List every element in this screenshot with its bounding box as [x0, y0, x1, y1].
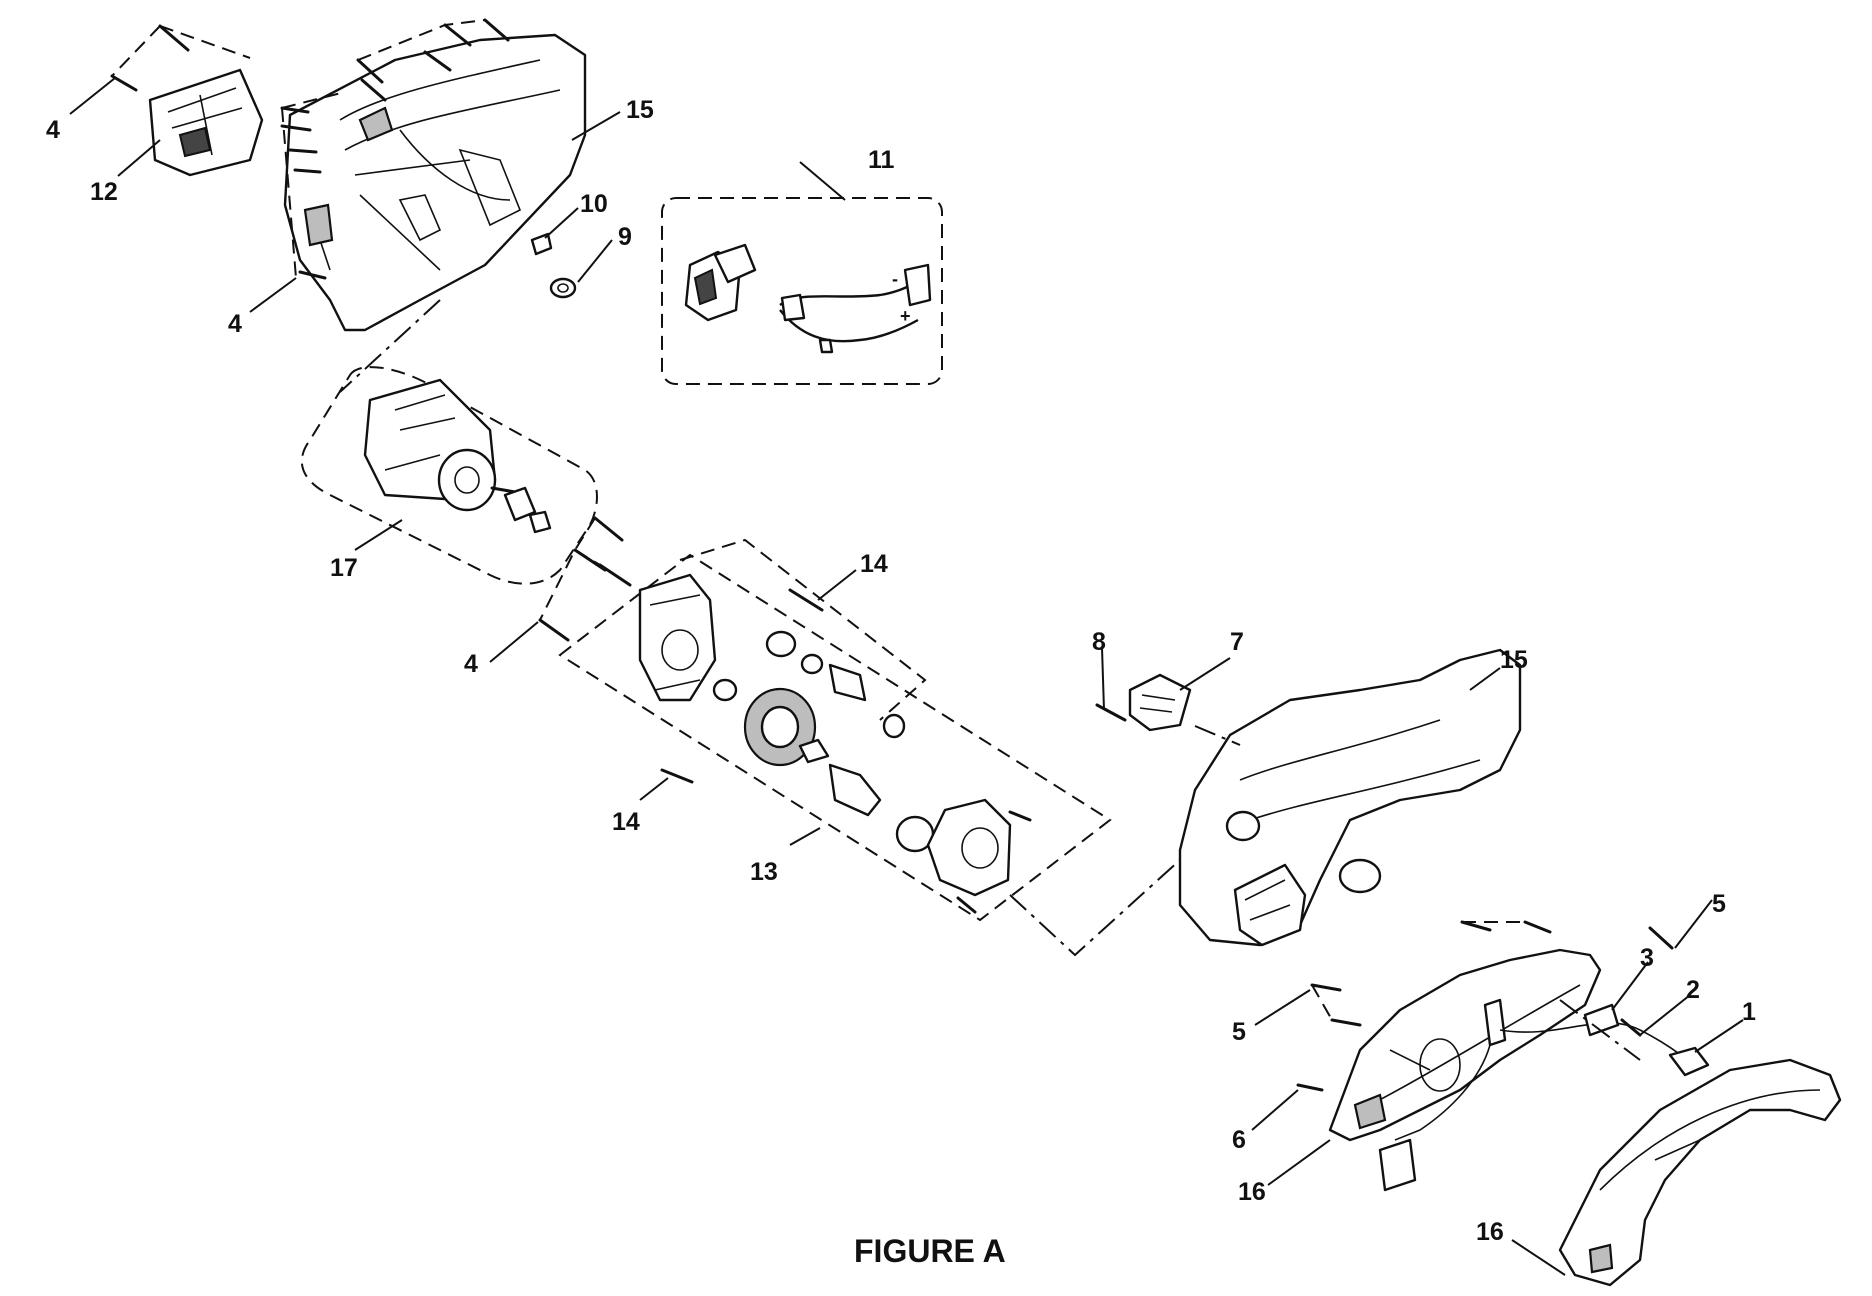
- figure-title: FIGURE A: [854, 1233, 1006, 1269]
- callout-16-plate: 16: [1238, 1178, 1266, 1206]
- motor-cap-part-12: [148, 68, 264, 177]
- switch-assembly-group-part-11: - +: [661, 197, 943, 385]
- screw-part-14-bottom: [660, 768, 694, 784]
- housing-screws: [110, 18, 510, 280]
- callout-14-bottom: 14: [612, 808, 640, 836]
- callout-leader-lines: [69, 77, 1744, 1276]
- callout-16-guard: 16: [1476, 1218, 1504, 1246]
- callout-7: 7: [1230, 628, 1244, 656]
- callout-5-left: 5: [1232, 1018, 1246, 1046]
- screw-part-8: [1095, 703, 1127, 722]
- callout-12: 12: [90, 178, 118, 206]
- switch-minus-label: -: [892, 269, 898, 289]
- blade-guard-part-16: [1558, 1058, 1842, 1287]
- callout-17: 17: [330, 554, 358, 582]
- gearcase-screws: [538, 516, 632, 642]
- callout-4-housing: 4: [228, 310, 242, 338]
- housing-half-right-part-15: [1178, 648, 1522, 947]
- assembly-center-lines: [339, 299, 1641, 1061]
- bracket-part-3: [1583, 1003, 1620, 1037]
- switch-plus-label: +: [900, 306, 911, 326]
- guard-plate-part-16: [1328, 948, 1602, 1142]
- callout-10: 10: [580, 190, 608, 218]
- callout-6: 6: [1232, 1126, 1246, 1154]
- callout-labels: 4 12 15 10 9 4 11 17 14 4 14 13 8 7 15 5…: [46, 96, 1756, 1246]
- motor-group-part-17: [300, 366, 598, 585]
- callout-11: 11: [868, 146, 895, 174]
- callout-15-right: 15: [1500, 646, 1528, 674]
- callout-2: 2: [1686, 976, 1700, 1004]
- housing-screw-dashed-links: [111, 19, 486, 279]
- callout-3: 3: [1640, 944, 1654, 972]
- callout-5-right: 5: [1712, 890, 1726, 918]
- guard-plate-screws: [1296, 920, 1674, 1092]
- callout-14-top: 14: [860, 550, 888, 578]
- screw-part-14-top: [788, 588, 824, 612]
- spacer-part-10: [530, 232, 553, 256]
- callout-15-top: 15: [626, 96, 654, 124]
- wire-harness-part-1: [1378, 998, 1710, 1192]
- callout-4-gearcase: 4: [464, 650, 478, 678]
- callout-13: 13: [750, 858, 778, 886]
- callout-9: 9: [618, 223, 632, 251]
- screw-part-2: [1620, 1018, 1642, 1037]
- gearbox-group-part-13: [558, 538, 1112, 922]
- callout-4-top: 4: [46, 116, 60, 144]
- washer-part-9: [549, 277, 577, 299]
- brush-holder-part-7: [1128, 673, 1192, 732]
- callout-1: 1: [1742, 998, 1756, 1026]
- callout-8: 8: [1092, 628, 1106, 656]
- housing-half-left-part-15: [283, 33, 587, 332]
